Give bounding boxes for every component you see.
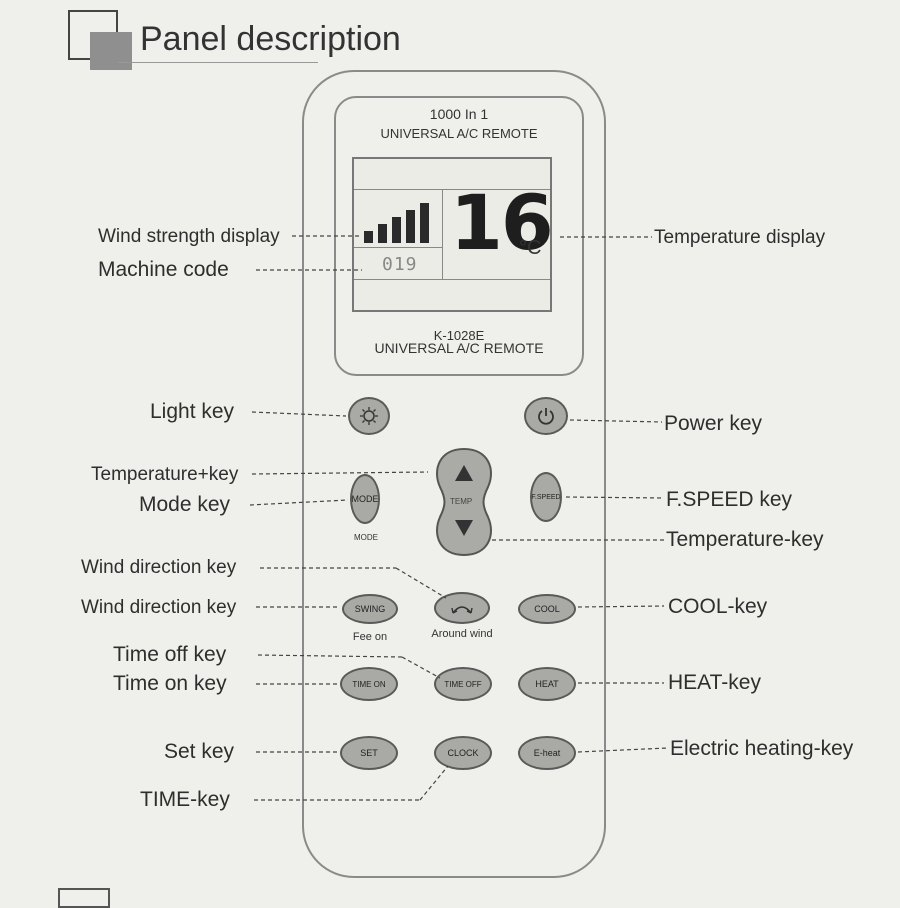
fspeed-button[interactable]: F.SPEED — [530, 472, 562, 522]
around-wind-caption: Around wind — [431, 628, 493, 640]
temperature-value: 16 — [450, 178, 554, 267]
light-button[interactable] — [348, 397, 390, 435]
label-time-on-key: Time on key — [113, 672, 227, 695]
label-cool-key: COOL-key — [668, 595, 768, 618]
label-wind-direction-1: Wind direction key — [81, 557, 237, 578]
label-temp-plus-key: Temperature+key — [91, 464, 239, 485]
triangle-down-icon — [455, 520, 473, 536]
mode-caption: MODE — [354, 533, 378, 542]
lcd-divider-h-bottom — [354, 279, 550, 280]
label-fspeed-key: F.SPEED key — [666, 488, 793, 511]
remote-header-line2: UNIVERSAL A/C REMOTE — [380, 126, 538, 141]
remote-header-line1: 1000 In 1 — [429, 106, 489, 122]
title-box-fill — [90, 32, 132, 70]
lcd-divider-v — [442, 189, 443, 279]
power-icon — [538, 408, 554, 425]
label-machine-code: Machine code — [98, 258, 229, 281]
wind-bar — [364, 231, 373, 243]
label-temperature-display: Temperature display — [654, 227, 826, 248]
lcd-screen: 019 16 °C — [352, 157, 554, 312]
temp-center-label: TEMP — [450, 497, 473, 506]
label-heat-key: HEAT-key — [668, 671, 761, 694]
clock-button[interactable]: CLOCK — [434, 736, 492, 770]
title-underline — [118, 62, 318, 63]
eheat-button[interactable]: E-heat — [518, 736, 576, 770]
temperature-unit: °C — [519, 237, 542, 259]
wind-bar — [378, 224, 387, 243]
temperature-rocker — [430, 447, 498, 557]
lcd-divider-h-mid — [354, 247, 442, 248]
wind-bar — [420, 203, 429, 243]
label-mode-key: Mode key — [139, 493, 231, 516]
label-power-key: Power key — [664, 412, 763, 435]
around-wind-button[interactable] — [434, 592, 490, 624]
heat-button[interactable]: HEAT — [518, 667, 576, 701]
cool-button[interactable]: COOL — [518, 594, 576, 624]
remote-footer-line2: UNIVERSAL A/C REMOTE — [374, 340, 544, 356]
temp-down-button[interactable] — [440, 508, 488, 548]
temp-up-button[interactable] — [440, 455, 488, 495]
light-icon — [360, 407, 378, 425]
wind-bar — [392, 217, 401, 243]
lcd-divider-h-top — [354, 189, 550, 190]
time-off-button[interactable]: TIME OFF — [434, 667, 492, 701]
label-electric-heating-key: Electric heating-key — [670, 737, 854, 760]
swing-button[interactable]: SWING — [342, 594, 398, 624]
label-time-off-key: Time off key — [113, 643, 227, 666]
label-temp-minus-key: Temperature-key — [666, 528, 824, 551]
label-wind-strength: Wind strength display — [98, 226, 280, 247]
triangle-up-icon — [455, 465, 473, 481]
label-time-key: TIME-key — [140, 788, 230, 811]
remote-footer-line1: K-1028E — [433, 328, 485, 343]
label-wind-direction-2: Wind direction key — [81, 597, 237, 618]
wind-strength-bars — [364, 199, 439, 243]
power-button[interactable] — [524, 397, 568, 435]
time-on-button[interactable]: TIME ON — [340, 667, 398, 701]
swing-arrows-icon — [451, 606, 473, 614]
wind-bar — [406, 210, 415, 243]
machine-code-value: 019 — [382, 254, 418, 275]
label-light-key: Light key — [150, 400, 235, 423]
set-button[interactable]: SET — [340, 736, 398, 770]
label-set-key: Set key — [164, 740, 235, 763]
page-title: Panel description — [140, 20, 401, 58]
swing-caption: Fee on — [352, 631, 388, 643]
mode-button[interactable]: MODE — [350, 474, 380, 524]
